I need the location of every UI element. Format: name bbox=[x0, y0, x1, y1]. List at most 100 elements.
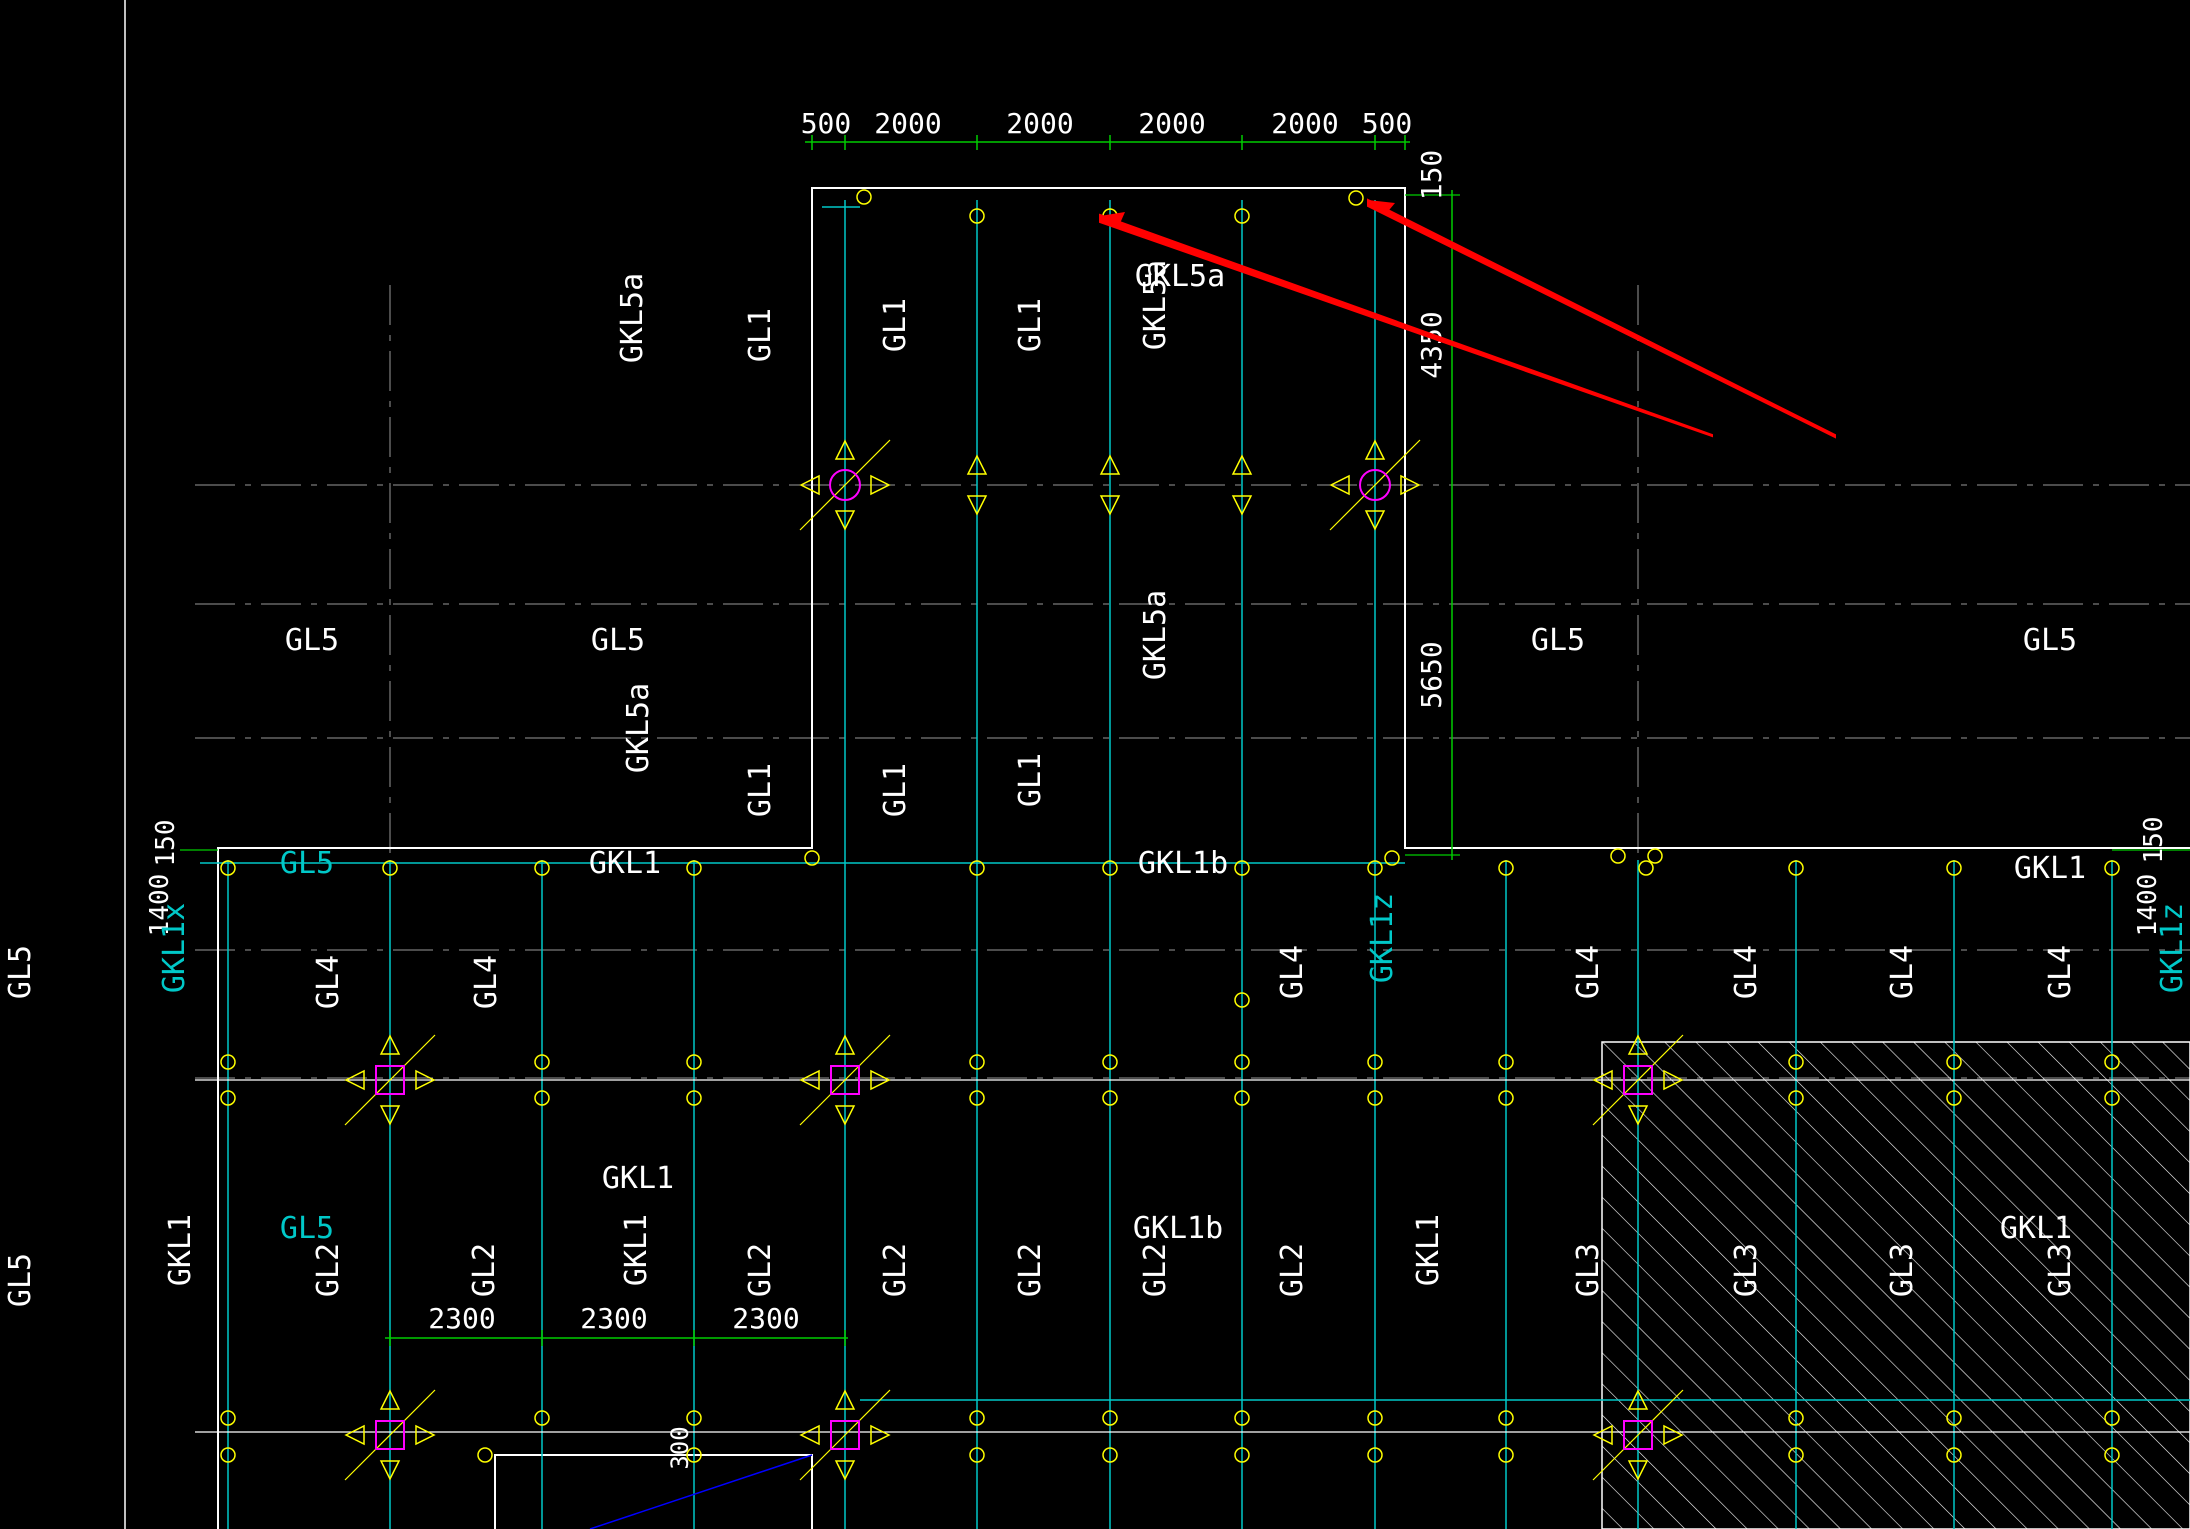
label-gkl5a-3: GKL5a bbox=[1138, 590, 1173, 680]
support-circle-1 bbox=[382, 860, 398, 876]
support-triangle-icon bbox=[415, 1424, 436, 1446]
support-triangle-icon bbox=[415, 1069, 436, 1091]
label-gl1-3: GL1 bbox=[1013, 298, 1048, 352]
support-circle-48 bbox=[686, 1447, 702, 1463]
support-circle-7 bbox=[1367, 860, 1383, 876]
label-gl5-cyan-1: GL5 bbox=[280, 846, 334, 881]
cyan-beam-labels: GL5 GL5 GKL1x GKL1z GKL1z bbox=[157, 846, 2190, 1246]
support-circle-38 bbox=[969, 1410, 985, 1426]
dim-top-6: 500 bbox=[1362, 107, 1413, 140]
support-circle-35 bbox=[220, 1410, 236, 1426]
dim-right-mid-1400: 1400 bbox=[2133, 874, 2163, 937]
support-circle-16 bbox=[969, 1054, 985, 1070]
support-triangle-icon bbox=[870, 1424, 891, 1446]
column-diag bbox=[1329, 439, 1421, 531]
support-triangle-icon bbox=[834, 1034, 856, 1055]
support-circle-10 bbox=[1788, 860, 1804, 876]
support-triangle-icon bbox=[1627, 1389, 1649, 1410]
label-gl1-2: GL1 bbox=[878, 298, 913, 352]
support-triangle-icon bbox=[799, 474, 820, 496]
support-circle-37 bbox=[686, 1410, 702, 1426]
label-gl2-6: GL2 bbox=[1138, 1243, 1173, 1297]
label-gkl1-v1: GKL1 bbox=[163, 1214, 198, 1286]
column-circle-icon bbox=[1359, 469, 1391, 501]
label-gl2-3: GL2 bbox=[743, 1243, 778, 1297]
red-arrow-icon bbox=[1099, 198, 1836, 439]
support-circle-24 bbox=[220, 1090, 236, 1106]
label-gkl5a-h: GKL5a bbox=[1135, 259, 1225, 294]
dim-top-1: 500 bbox=[801, 107, 852, 140]
hatch-area bbox=[1601, 1041, 2190, 1529]
support-circle-30 bbox=[1367, 1090, 1383, 1106]
support-circle-23 bbox=[2104, 1054, 2120, 1070]
support-circle-42 bbox=[1498, 1410, 1514, 1426]
support-circle-29 bbox=[1234, 1090, 1250, 1106]
beam-labels: GKL5a GL1 GL1 GL1 GKL5a GKL5a GKL5a GKL5… bbox=[3, 259, 2086, 1307]
column-diag bbox=[799, 439, 891, 531]
red-arrow-line-1 bbox=[1099, 213, 1713, 438]
support-circle-4 bbox=[969, 860, 985, 876]
support-triangle-icon bbox=[834, 1389, 856, 1410]
support-triangle-icon bbox=[1627, 1460, 1649, 1481]
support-circle-19 bbox=[1367, 1054, 1383, 1070]
support-triangle-icon bbox=[834, 439, 856, 460]
column-square-icon bbox=[375, 1420, 405, 1450]
support-circle-12 bbox=[2104, 860, 2120, 876]
support-triangle-icon bbox=[870, 474, 891, 496]
support-circle-33 bbox=[1946, 1090, 1962, 1106]
support-circle-34 bbox=[2104, 1090, 2120, 1106]
column-diag bbox=[344, 1389, 436, 1481]
support-triangle-icon bbox=[966, 495, 988, 516]
support-triangle-icon bbox=[1364, 439, 1386, 460]
label-gl5-4: GL5 bbox=[2023, 623, 2077, 658]
label-gl5-1: GL5 bbox=[285, 623, 339, 658]
hatched-slab bbox=[1601, 1041, 2190, 1529]
label-gkl1x: GKL1x bbox=[157, 903, 192, 993]
dim-left-150: 150 bbox=[151, 820, 181, 867]
label-gl4-1: GL4 bbox=[311, 955, 346, 1009]
support-circle-6 bbox=[1234, 860, 1250, 876]
support-circle-17 bbox=[1102, 1054, 1118, 1070]
support-triangle-icon bbox=[1627, 1105, 1649, 1126]
label-gl4-6: GL4 bbox=[1885, 945, 1920, 999]
label-gl4-4: GL4 bbox=[1571, 945, 1606, 999]
column-diag bbox=[344, 1034, 436, 1126]
label-gkl1b-2: GKL1b bbox=[1133, 1211, 1223, 1246]
top-dimensions: 500 2000 2000 2000 2000 500 bbox=[801, 107, 1413, 140]
dim-bottom-1: 2300 bbox=[428, 1302, 495, 1335]
dim-bottom-3: 2300 bbox=[732, 1302, 799, 1335]
support-triangle-icon bbox=[379, 1460, 401, 1481]
support-circle-36 bbox=[534, 1410, 550, 1426]
label-gl4-2: GL4 bbox=[469, 955, 504, 1009]
red-arrow-head-2 bbox=[1368, 200, 1395, 215]
support-triangle-icon bbox=[379, 1105, 401, 1126]
label-gl3-3: GL3 bbox=[1885, 1243, 1920, 1297]
dim-right-150: 150 bbox=[1415, 150, 1448, 201]
support-circle-x-5 bbox=[1234, 992, 1250, 1008]
support-triangle-icon bbox=[379, 1389, 401, 1410]
support-circle-21 bbox=[1788, 1054, 1804, 1070]
support-circle-52 bbox=[1367, 1447, 1383, 1463]
support-triangle-icon bbox=[1099, 454, 1121, 475]
label-gkl1z-2: GKL1z bbox=[2155, 903, 2190, 993]
label-gl3-2: GL3 bbox=[1729, 1243, 1764, 1297]
support-circle-20 bbox=[1498, 1054, 1514, 1070]
column-diag bbox=[1592, 1389, 1684, 1481]
support-circle-2 bbox=[534, 860, 550, 876]
dim-right-4350: 4350 bbox=[1415, 311, 1448, 378]
dim-bottom-2: 2300 bbox=[580, 1302, 647, 1335]
support-triangle-icon bbox=[344, 1069, 365, 1091]
label-gkl1-3: GKL1 bbox=[602, 1161, 674, 1196]
support-triangle-icon bbox=[1231, 495, 1253, 516]
dim-top-3: 2000 bbox=[1006, 107, 1073, 140]
label-gl2-5: GL2 bbox=[1013, 1243, 1048, 1297]
label-gkl1z-1: GKL1z bbox=[1365, 893, 1400, 983]
label-gkl1-v3: GKL1 bbox=[1411, 1214, 1446, 1286]
support-triangle-icon bbox=[1364, 510, 1386, 531]
label-gl1-1: GL1 bbox=[743, 308, 778, 362]
label-gl4-3: GL4 bbox=[1275, 945, 1310, 999]
walls bbox=[217, 187, 2190, 1529]
support-triangle-icon bbox=[1592, 1424, 1613, 1446]
support-circle-13 bbox=[220, 1054, 236, 1070]
